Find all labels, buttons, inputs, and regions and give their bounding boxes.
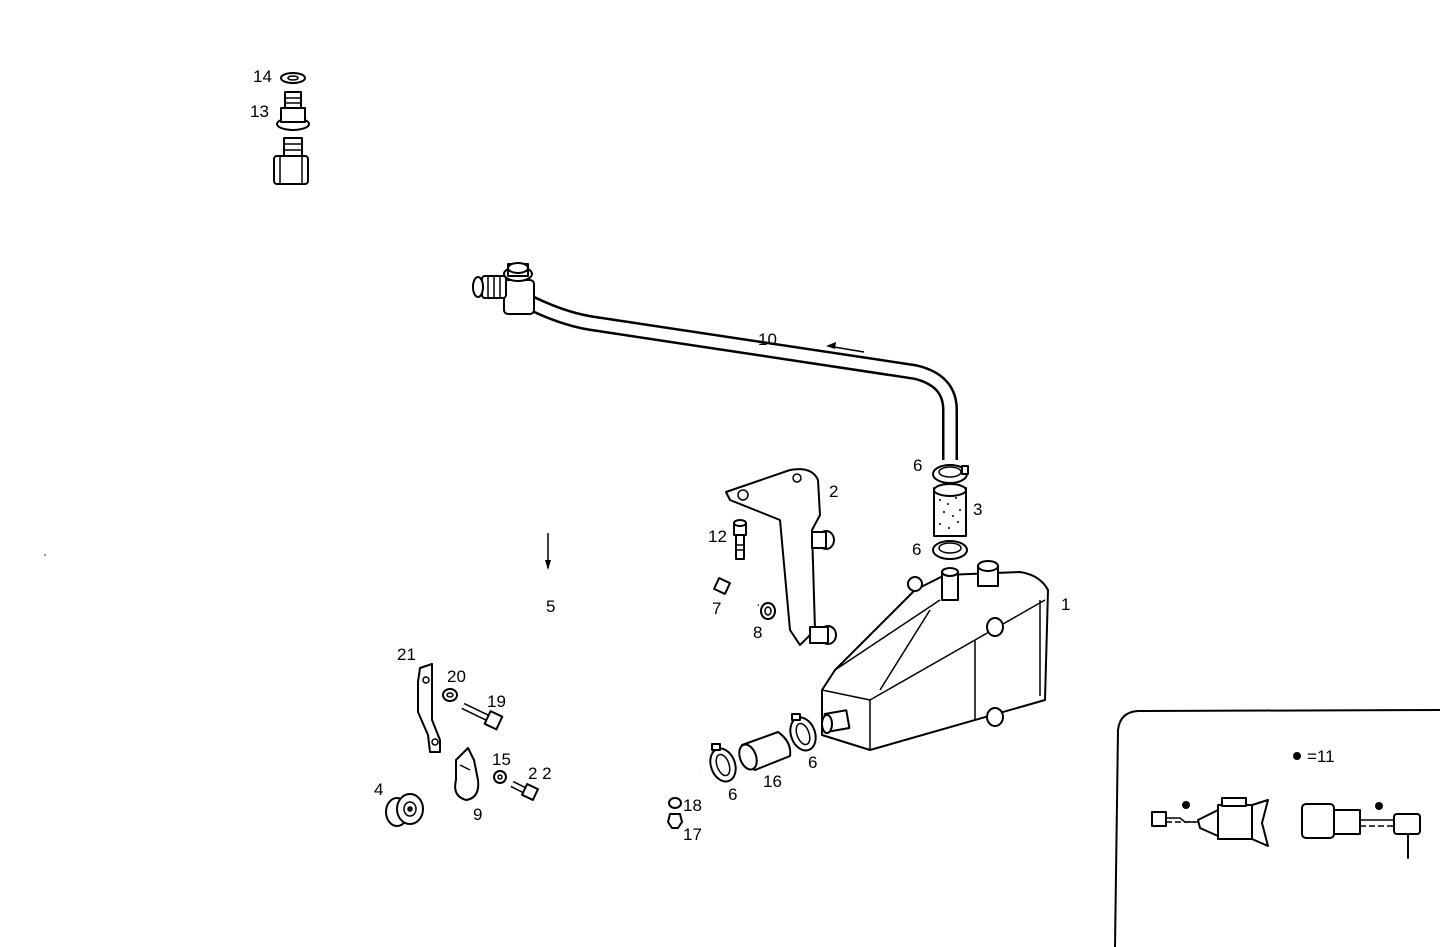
connector-illustration-right [1301, 802, 1421, 859]
label-6: 6 [808, 753, 817, 772]
legend-dot-icon [1293, 752, 1301, 760]
clip-9 [454, 747, 480, 801]
legend-box: =11 [1114, 709, 1440, 947]
union-nut [273, 137, 309, 185]
tank-1 [821, 560, 1049, 751]
bracket-2 [725, 468, 837, 646]
washer-20 [442, 688, 458, 702]
label-8: 8 [753, 623, 762, 642]
label-16: 16 [763, 772, 782, 791]
grommet-4 [385, 793, 424, 827]
washer-15 [493, 770, 507, 784]
clamp-6-middle [932, 540, 968, 560]
part-14-washer [280, 72, 306, 84]
label-6: 6 [912, 540, 921, 559]
bolt-12 [733, 519, 747, 560]
label-15: 15 [492, 750, 511, 769]
pipe-10 [521, 292, 958, 460]
legend-text: =11 [1307, 747, 1335, 766]
stray-dot [44, 554, 46, 556]
label-6: 6 [728, 785, 737, 804]
washer-18 [668, 797, 682, 809]
label-22: 2 2 [528, 764, 552, 783]
bolt-19 [461, 702, 504, 731]
label-4: 4 [374, 780, 383, 799]
flow-arrow-10 [826, 342, 865, 353]
label-17: 17 [683, 825, 702, 844]
clamp-6-left [709, 743, 737, 783]
part-13-adapter [276, 91, 310, 131]
hose-3 [933, 483, 967, 537]
label-1: 1 [1061, 595, 1070, 614]
bolt-22 [510, 780, 539, 801]
label-10: 10 [758, 330, 777, 349]
flow-arrow-5 [545, 533, 551, 570]
bolt-7 [713, 577, 759, 607]
label-13: 13 [250, 102, 269, 121]
clamp-6-right [789, 713, 817, 752]
label-2: 2 [829, 482, 838, 501]
label-5: 5 [546, 597, 555, 616]
pipe-5 [275, 185, 702, 817]
label-12: 12 [708, 527, 727, 546]
label-19: 19 [487, 692, 506, 711]
label-18: 18 [683, 796, 702, 815]
connector-illustration-left [1151, 797, 1269, 847]
label-6: 6 [913, 456, 922, 475]
label-7: 7 [712, 599, 721, 618]
label-9: 9 [473, 805, 482, 824]
label-3: 3 [973, 500, 982, 519]
nut-17 [667, 813, 683, 829]
label-21: 21 [397, 645, 416, 664]
bracket-21 [417, 663, 441, 753]
hose-16 [738, 731, 792, 771]
washer-8 [760, 602, 776, 620]
label-20: 20 [447, 667, 466, 686]
clamp-6-upper [932, 464, 969, 484]
label-14: 14 [253, 67, 272, 86]
banjo-fitting [472, 262, 535, 315]
part-labels: 14 13 10 6 2 3 12 6 1 5 7 8 21 20 19 15 … [250, 67, 1070, 844]
